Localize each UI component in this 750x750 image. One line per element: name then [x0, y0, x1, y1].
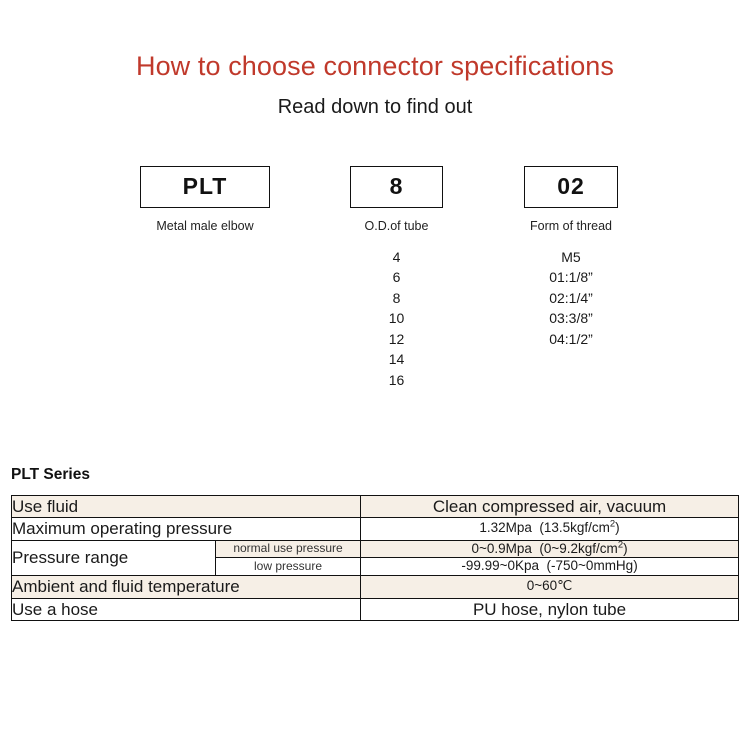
code-caption-thread-form: Form of thread: [530, 218, 612, 233]
spec-sublabel-low-pressure: low pressure: [214, 557, 362, 577]
spec-sublabel-normal-use-pressure: normal use pressure: [214, 539, 362, 559]
code-box-tube-od-text: 8: [389, 173, 404, 200]
code-breakdown-diagram: PLT Metal male elbow 8 O.D.of tube 4 6 8…: [0, 165, 750, 416]
spec-label-max-pressure: Maximum operating pressure: [10, 517, 362, 541]
code-box-thread-form-text: 02: [557, 173, 585, 200]
code-column-tube-od: 8 O.D.of tube 4 6 8 10 12 14 16: [350, 165, 443, 391]
code-options-thread-form: M5 01:1/8” 02:1/4” 03:3/8” 04:1/2”: [524, 247, 618, 350]
table-row: Ambient and fluid temperature 0~60℃: [10, 575, 740, 599]
page-subtitle: Read down to find out: [277, 95, 473, 118]
code-option: 01:1/8”: [549, 269, 593, 286]
code-option: 10: [388, 310, 405, 327]
page-title: How to choose connector specifications: [135, 51, 615, 81]
code-option: 04:1/2”: [549, 330, 593, 347]
spec-label-temperature: Ambient and fluid temperature: [10, 575, 362, 599]
spec-value-normal-use-pressure: 0~0.9Mpa (0~9.2kgf/cm2): [360, 539, 740, 559]
page-header: How to choose connector specifications R…: [0, 0, 750, 118]
table-row: low pressure -99.99~0Kpa (-750~0mmHg): [12, 557, 740, 577]
code-option: 03:3/8”: [549, 310, 593, 327]
table-row: Use a hose PU hose, nylon tube: [10, 597, 740, 621]
code-caption-tube-od: O.D.of tube: [364, 218, 429, 233]
code-option: 14: [388, 351, 405, 368]
code-column-thread-form: 02 Form of thread M5 01:1/8” 02:1/4” 03:…: [524, 165, 618, 350]
spec-value-hose: PU hose, nylon tube: [360, 597, 740, 621]
table-row: Maximum operating pressure 1.32Mpa (13.5…: [10, 517, 740, 541]
code-box-thread-form: 02: [524, 165, 618, 208]
table-row: Use fluid Clean compressed air, vacuum: [10, 494, 740, 519]
spec-label-use-fluid: Use fluid: [10, 494, 362, 519]
code-caption-series: Metal male elbow: [156, 218, 254, 233]
code-column-series: PLT Metal male elbow: [140, 165, 270, 247]
code-option: 02:1/4”: [549, 289, 593, 306]
code-option: M5: [561, 248, 581, 265]
spec-value-max-pressure: 1.32Mpa (13.5kgf/cm2): [360, 517, 740, 541]
spec-value-use-fluid: Clean compressed air, vacuum: [360, 494, 740, 519]
code-options-tube-od: 4 6 8 10 12 14 16: [350, 247, 443, 391]
spec-label-pressure-range: Pressure range: [11, 539, 216, 577]
table-row: Pressure range normal use pressure 0~0.9…: [11, 539, 740, 577]
series-label: PLT Series: [11, 466, 90, 483]
spec-value-low-pressure: -99.99~0Kpa (-750~0mmHg): [360, 557, 740, 577]
code-option: 16: [388, 371, 405, 388]
code-option: 8: [392, 289, 401, 306]
spec-label-hose: Use a hose: [10, 597, 362, 621]
code-option: 4: [392, 248, 401, 265]
code-option: 12: [388, 330, 405, 347]
code-box-tube-od: 8: [350, 165, 443, 208]
code-option: 6: [392, 269, 401, 286]
code-box-series-text: PLT: [182, 173, 228, 200]
spec-value-temperature: 0~60℃: [360, 575, 740, 599]
specifications-table: Use fluid Clean compressed air, vacuum M…: [10, 494, 740, 621]
code-box-series: PLT: [140, 165, 270, 208]
